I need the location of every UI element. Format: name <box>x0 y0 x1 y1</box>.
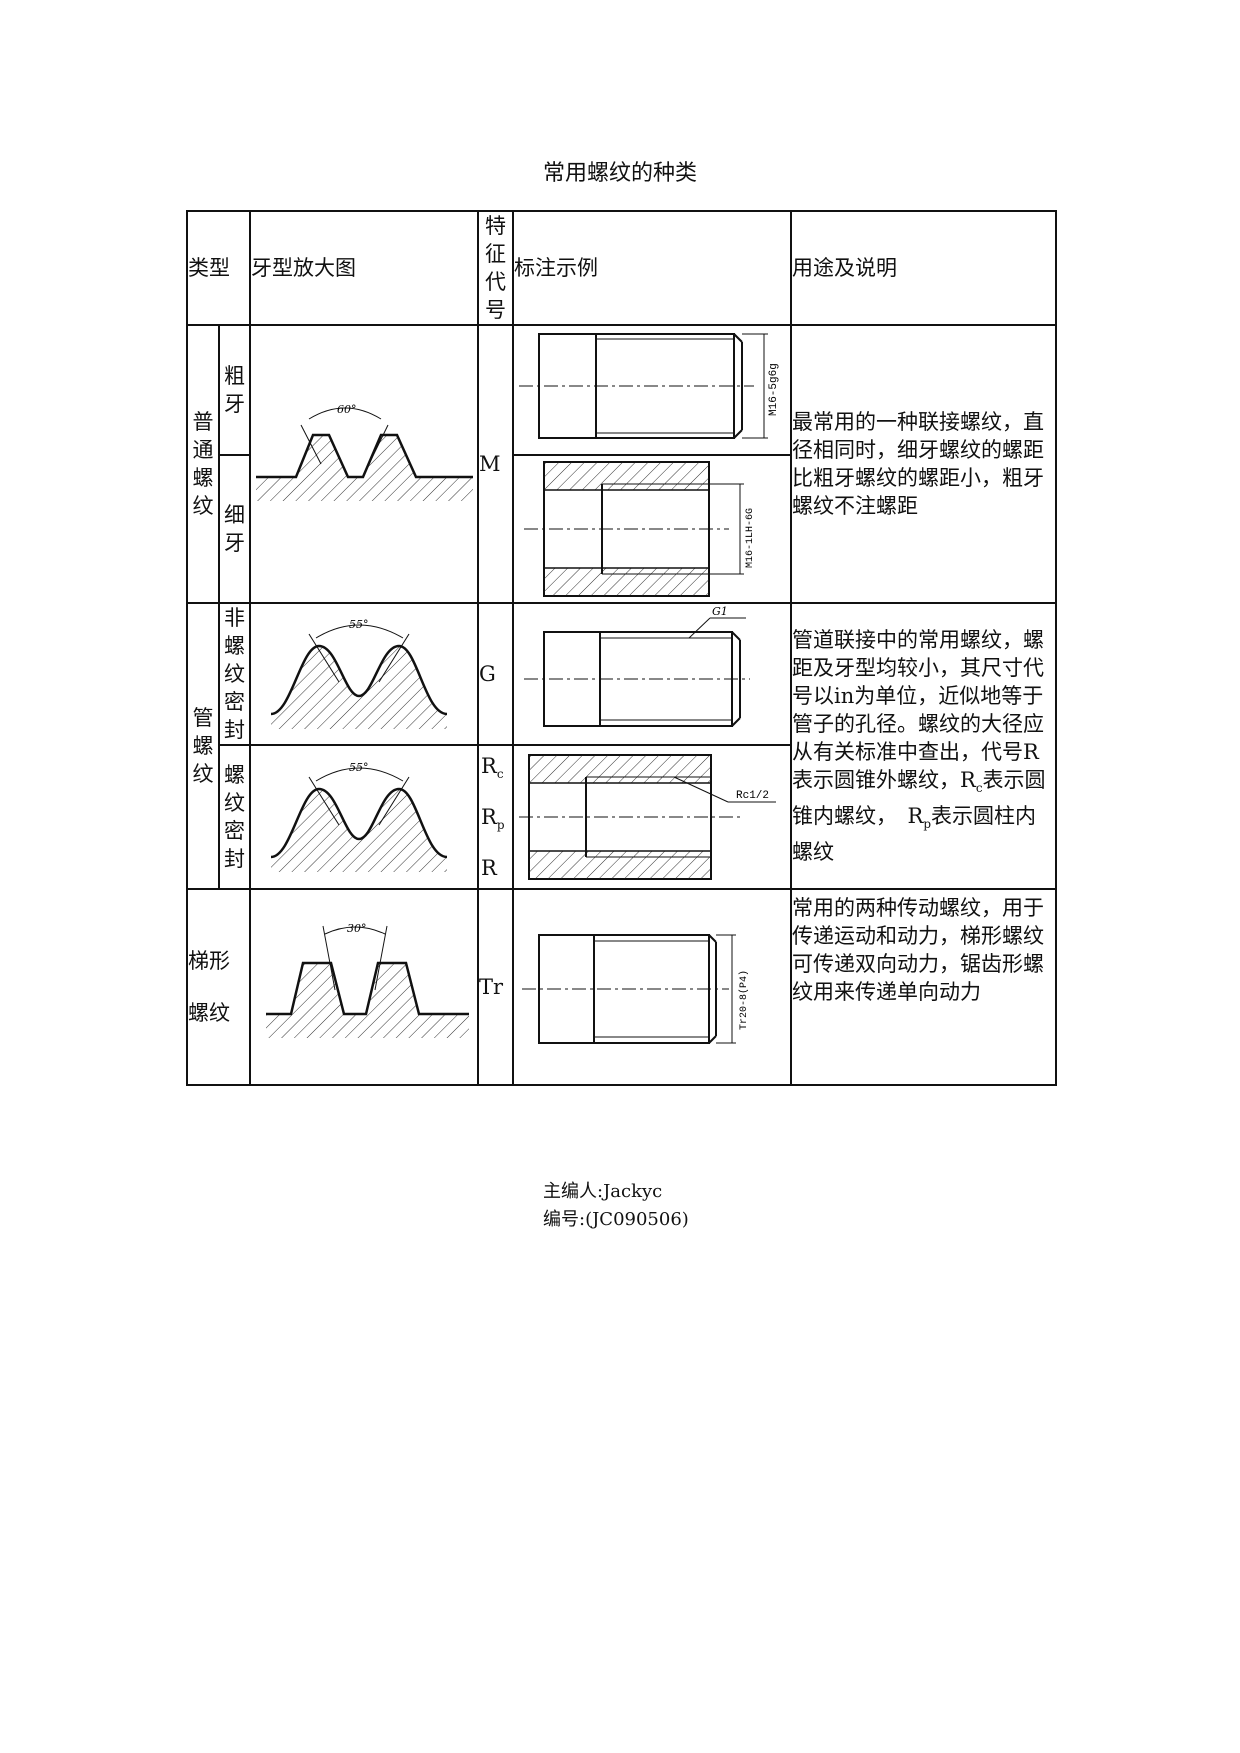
pipe-g-code: G <box>477 602 514 746</box>
trapezoid-example-diagram: Tr20-8(P4) <box>512 888 792 1086</box>
coarse-example-diagram: M16-5g6g <box>512 324 792 456</box>
non-sealing-label: 非螺纹密封 <box>218 602 251 746</box>
footer: 主编人:Jackyc 编号:(JC090506) <box>543 1178 689 1234</box>
g-example-diagram: G1 <box>512 602 792 746</box>
trapezoid-thread-name: 梯形 螺纹 <box>186 888 251 1086</box>
angle-label: 55° <box>349 618 369 631</box>
trapezoid-profile-diagram: 30° <box>249 888 479 1086</box>
code-rc: Rc <box>481 754 504 782</box>
angle-label: 30° <box>347 922 367 935</box>
editor-text: 主编人:Jackyc <box>543 1181 663 1202</box>
page-title: 常用螺纹的种类 <box>542 161 697 186</box>
metric-profile-diagram: 60° <box>249 324 479 604</box>
table-row: 普通螺纹 粗牙 60° M <box>186 324 1057 604</box>
ordinary-thread-name: 普通螺纹 <box>186 324 220 604</box>
g-dimension-label: G1 <box>712 605 728 618</box>
ordinary-code: M <box>477 324 514 604</box>
code-r: R <box>481 856 497 880</box>
trapezoid-code: Tr <box>477 888 514 1086</box>
sealing-label: 螺纹密封 <box>218 744 251 890</box>
fine-dimension-label: M16-1LH-6G <box>745 508 756 568</box>
coarse-label: 粗牙 <box>218 324 251 456</box>
pipe-thread-name: 管螺纹 <box>186 602 220 890</box>
pipe-profile-diagram: 55° <box>249 602 479 746</box>
thread-types-table: 类型 牙型放大图 特征代号 标注示例 用途及说明 普通螺纹 粗牙 60° <box>186 210 1057 1086</box>
ordinary-description: 最常用的一种联接螺纹，直径相同时，细牙螺纹的螺距比粗牙螺纹的螺距小，粗牙螺纹不注… <box>790 324 1057 604</box>
angle-label: 55° <box>349 761 369 774</box>
pipe-seal-codes: Rc Rp R <box>477 744 514 890</box>
header-example: 标注示例 <box>512 210 792 326</box>
table-header-row: 类型 牙型放大图 特征代号 标注示例 用途及说明 <box>186 210 1057 326</box>
code-rp: Rp <box>481 805 505 833</box>
trapezoid-dimension-label: Tr20-8(P4) <box>738 970 750 1030</box>
pipe-seal-profile-diagram: 55° <box>249 744 479 890</box>
rc-dimension-label: Rc1/2 <box>736 790 769 802</box>
header-usage: 用途及说明 <box>790 210 1057 326</box>
table-row: 梯形 螺纹 30° Tr <box>186 888 1057 1086</box>
table-row: 管螺纹 非螺纹密封 55° G <box>186 602 1057 890</box>
header-code: 特征代号 <box>477 210 514 326</box>
table-row: 螺纹密封 55° Rc Rp R <box>187 744 1056 890</box>
rc-example-diagram: Rc1/2 <box>512 744 792 890</box>
header-type: 类型 <box>186 210 251 326</box>
header-profile: 牙型放大图 <box>249 210 479 326</box>
angle-label: 60° <box>337 403 357 416</box>
pipe-description: 管道联接中的常用螺纹，螺距及牙型均较小，其尺寸代号以in为单位，近似地等于管子的… <box>790 602 1057 890</box>
document-number: 编号:(JC090506) <box>543 1209 689 1230</box>
trapezoid-description: 常用的两种传动螺纹，用于传递运动和动力，梯形螺纹可传递双向动力，锯齿形螺纹用来传… <box>790 888 1057 1086</box>
fine-label: 细牙 <box>218 454 251 604</box>
fine-example-diagram: M16-1LH-6G <box>512 454 792 604</box>
table-row: 细牙 M16-1LH-6G <box>187 454 1056 604</box>
coarse-dimension-label: M16-5g6g <box>768 363 780 416</box>
